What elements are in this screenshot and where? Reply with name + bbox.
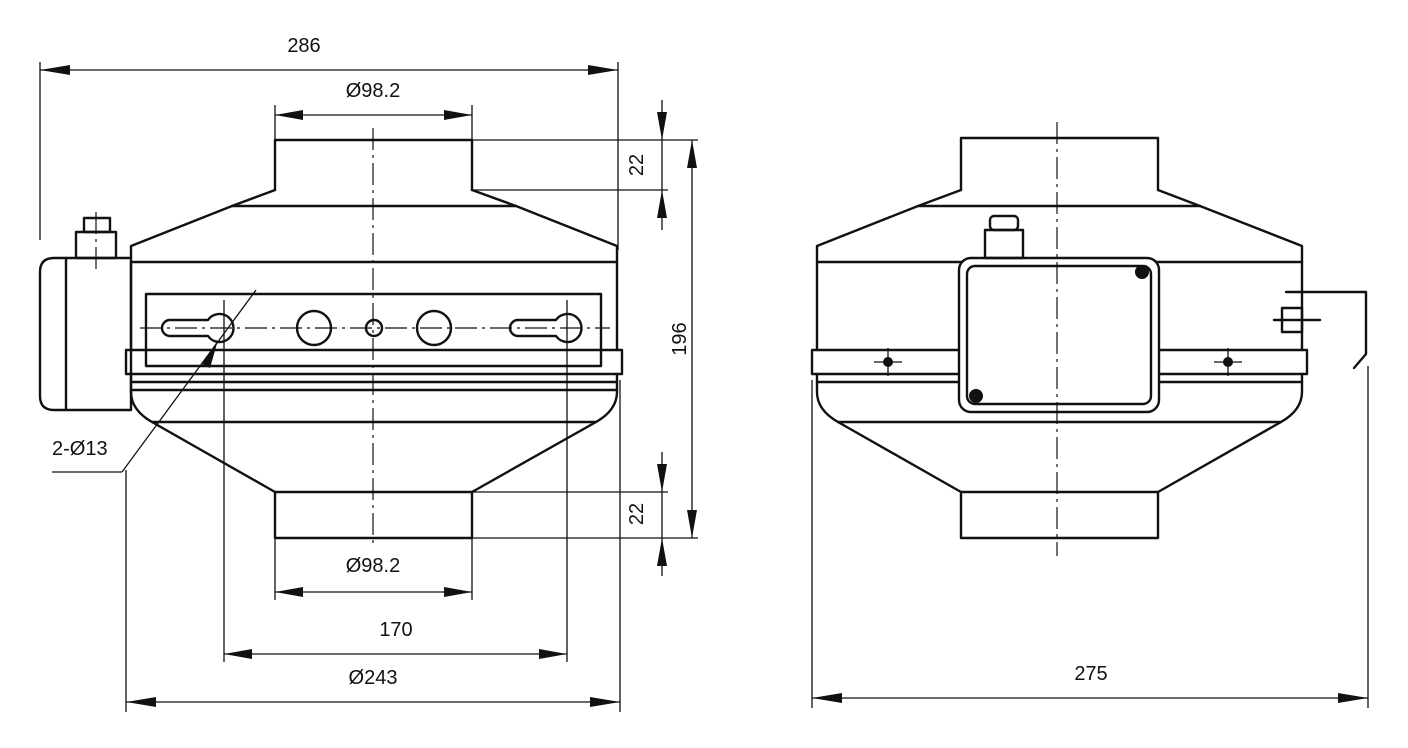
dim-mount-hole-spacing: 170	[379, 619, 412, 641]
side-junction-cover-inner	[965, 264, 1153, 406]
side-lower-body	[815, 372, 1304, 494]
side-top-shoulder	[815, 188, 1304, 352]
front-lower-body	[129, 372, 619, 494]
front-dimensions: 286 Ø98.2 22 196 22 Ø98.2	[39, 35, 698, 712]
dim-overall-width: 286	[287, 35, 320, 57]
front-slot-left	[160, 312, 235, 344]
dim-side-width: 275	[1074, 663, 1107, 685]
dim-mount-holes: 2-Ø13	[52, 438, 108, 460]
side-bottom-collar	[959, 490, 1160, 540]
side-junction-cover	[957, 256, 1161, 414]
dim-inlet-height-top: 22	[626, 154, 648, 176]
front-junction-box	[38, 256, 133, 412]
front-mount-band	[124, 348, 624, 376]
side-dimensions: 275	[811, 366, 1369, 708]
front-hole-2	[415, 309, 453, 347]
front-view	[38, 128, 624, 548]
front-gland-cap	[82, 216, 112, 234]
dim-body-diameter: Ø243	[349, 667, 398, 689]
side-view	[810, 122, 1368, 556]
side-cover-screw-top	[1135, 265, 1149, 279]
dim-inlet-diameter-bottom: Ø98.2	[346, 555, 400, 577]
side-top-collar	[959, 136, 1160, 192]
side-gland-cap	[988, 214, 1020, 232]
dim-inlet-height-bottom: 22	[626, 503, 648, 525]
side-bracket	[1284, 290, 1368, 370]
dim-inlet-diameter-top: Ø98.2	[346, 80, 400, 102]
dim-body-height: 196	[669, 322, 691, 355]
front-top-shoulder	[129, 188, 619, 352]
side-cover-screw-bottom	[969, 389, 983, 403]
front-bottom-collar	[273, 490, 474, 540]
side-gland	[983, 228, 1025, 260]
